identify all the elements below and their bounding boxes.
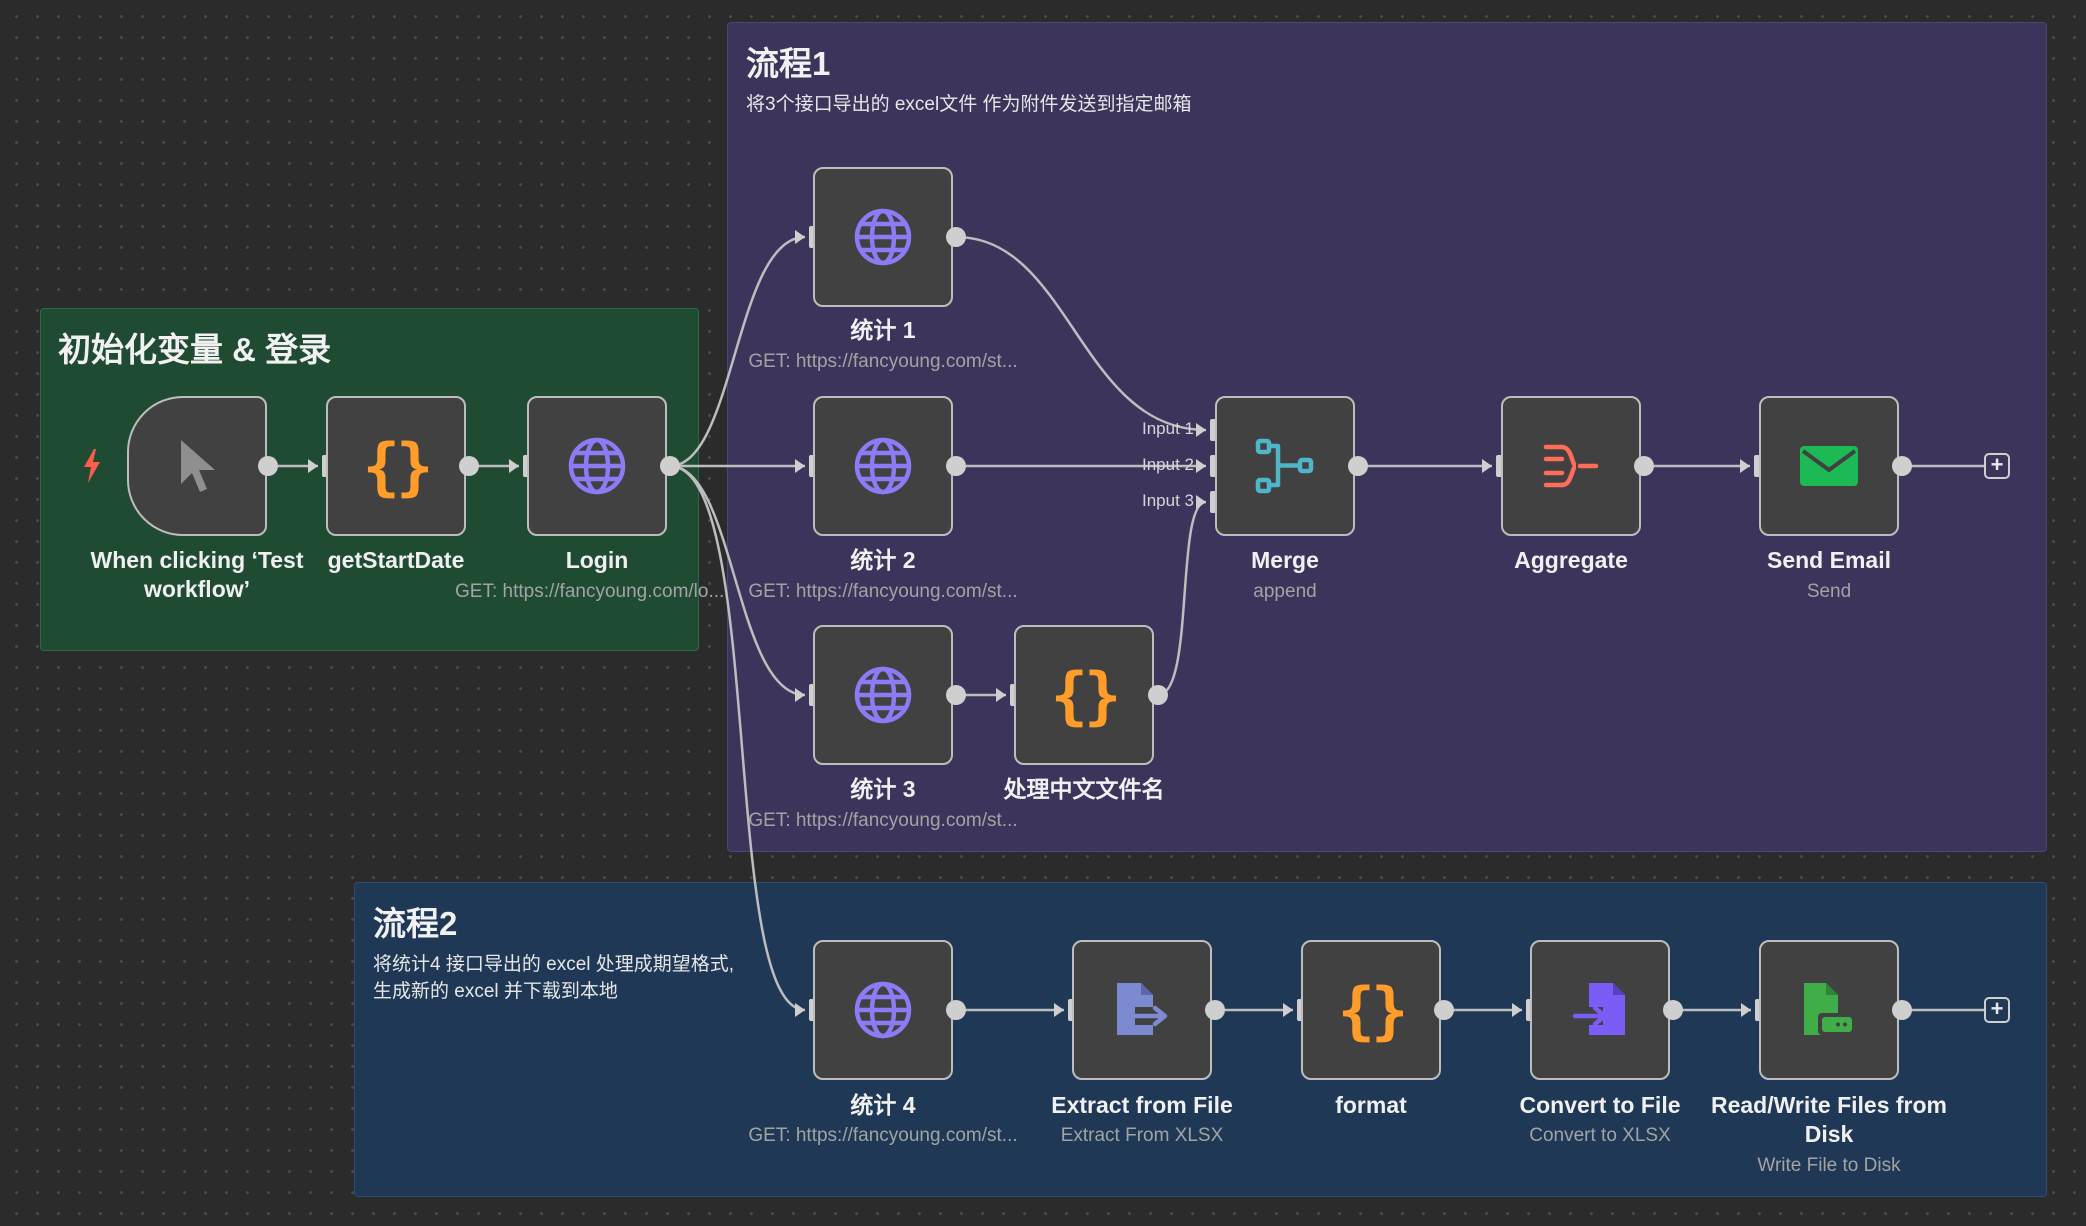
output-handle[interactable] xyxy=(946,685,966,705)
output-handle[interactable] xyxy=(459,456,479,476)
node-label: 统计 4 xyxy=(850,1092,916,1118)
sticky-title: 流程1 xyxy=(746,45,831,82)
node-subtitle: Convert to XLSX xyxy=(1529,1125,1671,1146)
add-node-button[interactable]: + xyxy=(1984,997,2010,1023)
connection-stat1-merge xyxy=(955,235,1207,432)
node-label: When clicking ‘Test workflow’ xyxy=(90,547,304,602)
node-format[interactable]: {} xyxy=(1301,940,1441,1080)
node-label: 统计 2 xyxy=(850,547,916,573)
node-extract-from-file[interactable] xyxy=(1072,940,1212,1080)
trigger-bolt-icon xyxy=(84,449,100,483)
node-label: Read/Write Files from Disk xyxy=(1710,1092,1948,1147)
merge-icon xyxy=(1249,430,1321,502)
sticky-description: 将统计4 接口导出的 excel 处理成期望格式, 生成新的 excel 并下载… xyxy=(373,954,735,1002)
node-label: 处理中文文件名 xyxy=(1003,776,1165,802)
connection-login-stat4 xyxy=(669,464,806,1012)
node-label: format xyxy=(1335,1092,1407,1118)
node-label: Send Email xyxy=(1767,547,1891,573)
output-handle[interactable] xyxy=(1634,456,1654,476)
node-subtitle: GET: https://fancyoung.com/lo... xyxy=(455,581,725,602)
code-braces-icon: {} xyxy=(1337,973,1409,1047)
code-braces-icon: {} xyxy=(1050,658,1122,732)
node-label: Convert to File xyxy=(1519,1092,1681,1118)
node-read-write-files[interactable] xyxy=(1759,940,1899,1080)
connection-login-stat1 xyxy=(669,235,806,468)
node-stat2[interactable] xyxy=(813,396,953,536)
globe-icon xyxy=(561,430,633,502)
output-handle[interactable] xyxy=(1892,1000,1912,1020)
node-label: Login xyxy=(565,547,629,573)
sticky-title: 流程2 xyxy=(373,905,458,942)
output-handle[interactable] xyxy=(1663,1000,1683,1020)
node-subtitle: Extract From XLSX xyxy=(1060,1125,1224,1146)
output-handle[interactable] xyxy=(1434,1000,1454,1020)
disk-file-icon xyxy=(1793,974,1865,1046)
node-label: 统计 3 xyxy=(850,776,916,802)
connection-chinese-merge xyxy=(1157,500,1207,697)
node-login[interactable] xyxy=(527,396,667,536)
sticky-description: 将3个接口导出的 excel文件 作为附件发送到指定邮箱 xyxy=(746,94,1192,115)
node-send-email[interactable] xyxy=(1759,396,1899,536)
output-handle[interactable] xyxy=(1205,1000,1225,1020)
node-subtitle: Write File to Disk xyxy=(1757,1155,1901,1176)
output-handle[interactable] xyxy=(1148,685,1168,705)
output-handle[interactable] xyxy=(1892,456,1912,476)
output-handle[interactable] xyxy=(946,456,966,476)
output-handle[interactable] xyxy=(660,456,680,476)
extract-file-icon xyxy=(1106,974,1178,1046)
aggregate-icon xyxy=(1535,430,1607,502)
convert-file-icon xyxy=(1564,974,1636,1046)
node-subtitle: GET: https://fancyoung.com/st... xyxy=(748,581,1018,602)
output-handle[interactable] xyxy=(258,456,278,476)
node-stat3[interactable] xyxy=(813,625,953,765)
node-label: Extract from File xyxy=(1051,1092,1233,1118)
node-merge[interactable] xyxy=(1215,396,1355,536)
node-label: Aggregate xyxy=(1514,547,1628,573)
node-label: getStartDate xyxy=(327,547,465,573)
node-label: Merge xyxy=(1251,547,1319,573)
output-handle[interactable] xyxy=(946,227,966,247)
envelope-icon xyxy=(1793,430,1865,502)
input-handle[interactable] xyxy=(1754,455,1762,477)
merge-input-label: Input 2 xyxy=(1142,455,1194,474)
globe-icon xyxy=(847,974,919,1046)
add-node-button[interactable]: + xyxy=(1984,453,2010,479)
merge-input-label: Input 1 xyxy=(1142,419,1194,438)
node-aggregate[interactable] xyxy=(1501,396,1641,536)
node-stat4[interactable] xyxy=(813,940,953,1080)
input-handle[interactable] xyxy=(1210,419,1218,441)
globe-icon xyxy=(847,659,919,731)
node-trigger[interactable] xyxy=(127,396,267,536)
merge-input-label: Input 3 xyxy=(1142,491,1194,510)
node-stat1[interactable] xyxy=(813,167,953,307)
cursor-icon xyxy=(161,430,233,502)
node-chinese-filename[interactable]: {} xyxy=(1014,625,1154,765)
sticky-title: 初始化变量 & 登录 xyxy=(58,331,332,368)
code-braces-icon: {} xyxy=(362,429,434,503)
node-subtitle: GET: https://fancyoung.com/st... xyxy=(748,810,1018,831)
globe-icon xyxy=(847,201,919,273)
node-subtitle: GET: https://fancyoung.com/st... xyxy=(748,1125,1018,1146)
input-handle[interactable] xyxy=(1210,491,1218,513)
globe-icon xyxy=(847,430,919,502)
output-handle[interactable] xyxy=(946,1000,966,1020)
output-handle[interactable] xyxy=(1348,456,1368,476)
node-subtitle: append xyxy=(1253,581,1317,602)
node-subtitle: GET: https://fancyoung.com/st... xyxy=(748,351,1018,372)
node-subtitle: Send xyxy=(1806,581,1852,602)
input-handle[interactable] xyxy=(1210,455,1218,477)
input-handle[interactable] xyxy=(1496,455,1504,477)
node-convert-to-file[interactable] xyxy=(1530,940,1670,1080)
node-getstartdate[interactable]: {} xyxy=(326,396,466,536)
node-label: 统计 1 xyxy=(850,317,916,343)
